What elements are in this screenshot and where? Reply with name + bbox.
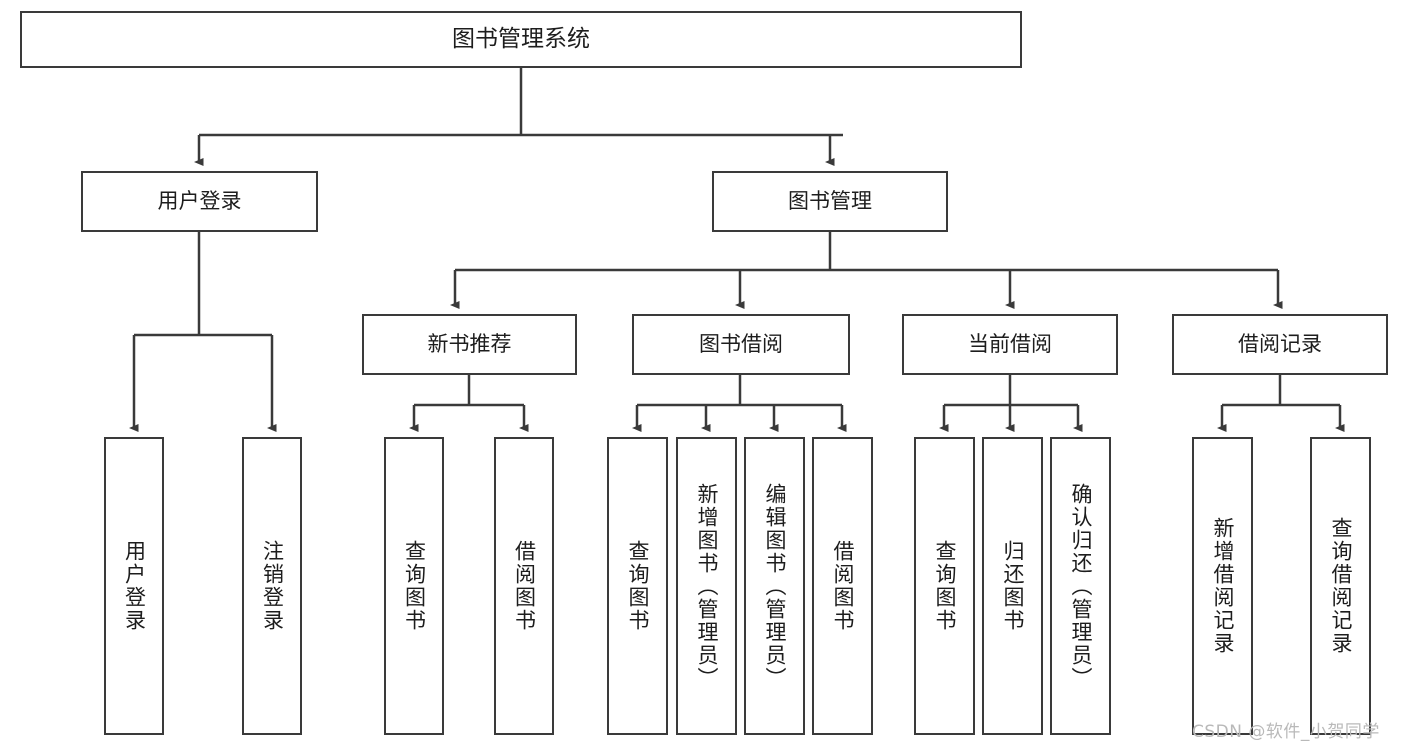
node-label: 图书管理 <box>788 189 872 214</box>
node-label: 用户登录 <box>122 540 147 632</box>
leaf-book-borrow-query[interactable]: 查询图书 <box>607 437 668 735</box>
leaf-user-login-login[interactable]: 用户登录 <box>104 437 164 735</box>
node-label: 编辑图书（管理员） <box>763 482 787 690</box>
node-root-system[interactable]: 图书管理系统 <box>20 11 1022 68</box>
leaf-new-book-query[interactable]: 查询图书 <box>384 437 444 735</box>
node-label: 当前借阅 <box>968 332 1052 357</box>
node-label: 新增借阅记录 <box>1211 517 1235 655</box>
node-label: 借阅图书 <box>831 540 855 632</box>
node-label: 注销登录 <box>260 540 285 632</box>
node-label: 查询图书 <box>626 540 650 632</box>
node-label: 用户登录 <box>157 189 242 214</box>
node-label: 查询图书 <box>402 540 427 632</box>
node-current-borrow[interactable]: 当前借阅 <box>902 314 1118 375</box>
node-label: 图书借阅 <box>699 332 783 357</box>
leaf-new-book-borrow[interactable]: 借阅图书 <box>494 437 554 735</box>
node-label: 查询借阅记录 <box>1329 517 1353 655</box>
leaf-current-borrow-return[interactable]: 归还图书 <box>982 437 1043 735</box>
node-book-management[interactable]: 图书管理 <box>712 171 948 232</box>
node-user-login[interactable]: 用户登录 <box>81 171 318 232</box>
csdn-watermark: CSDN @软件_小贺同学 <box>1192 717 1380 742</box>
node-book-borrow[interactable]: 图书借阅 <box>632 314 850 375</box>
node-new-book-recommend[interactable]: 新书推荐 <box>362 314 577 375</box>
node-label: 新增图书（管理员） <box>695 482 719 690</box>
node-label: 借阅图书 <box>512 540 537 632</box>
leaf-book-borrow-add[interactable]: 新增图书（管理员） <box>676 437 737 735</box>
leaf-current-borrow-query[interactable]: 查询图书 <box>914 437 975 735</box>
node-label: 归还图书 <box>1001 540 1025 632</box>
leaf-current-borrow-confirm-return[interactable]: 确认归还（管理员） <box>1050 437 1111 735</box>
leaf-user-login-logout[interactable]: 注销登录 <box>242 437 302 735</box>
node-label: 借阅记录 <box>1238 332 1322 357</box>
leaf-borrow-record-add[interactable]: 新增借阅记录 <box>1192 437 1253 735</box>
node-label: 查询图书 <box>933 540 957 632</box>
leaf-book-borrow-borrow[interactable]: 借阅图书 <box>812 437 873 735</box>
watermark-text: CSDN @软件_小贺同学 <box>1192 722 1380 742</box>
node-borrow-record[interactable]: 借阅记录 <box>1172 314 1388 375</box>
leaf-borrow-record-query[interactable]: 查询借阅记录 <box>1310 437 1371 735</box>
node-label: 图书管理系统 <box>452 25 590 52</box>
leaf-book-borrow-edit[interactable]: 编辑图书（管理员） <box>744 437 805 735</box>
node-label: 新书推荐 <box>427 332 512 357</box>
node-label: 确认归还（管理员） <box>1069 482 1093 690</box>
